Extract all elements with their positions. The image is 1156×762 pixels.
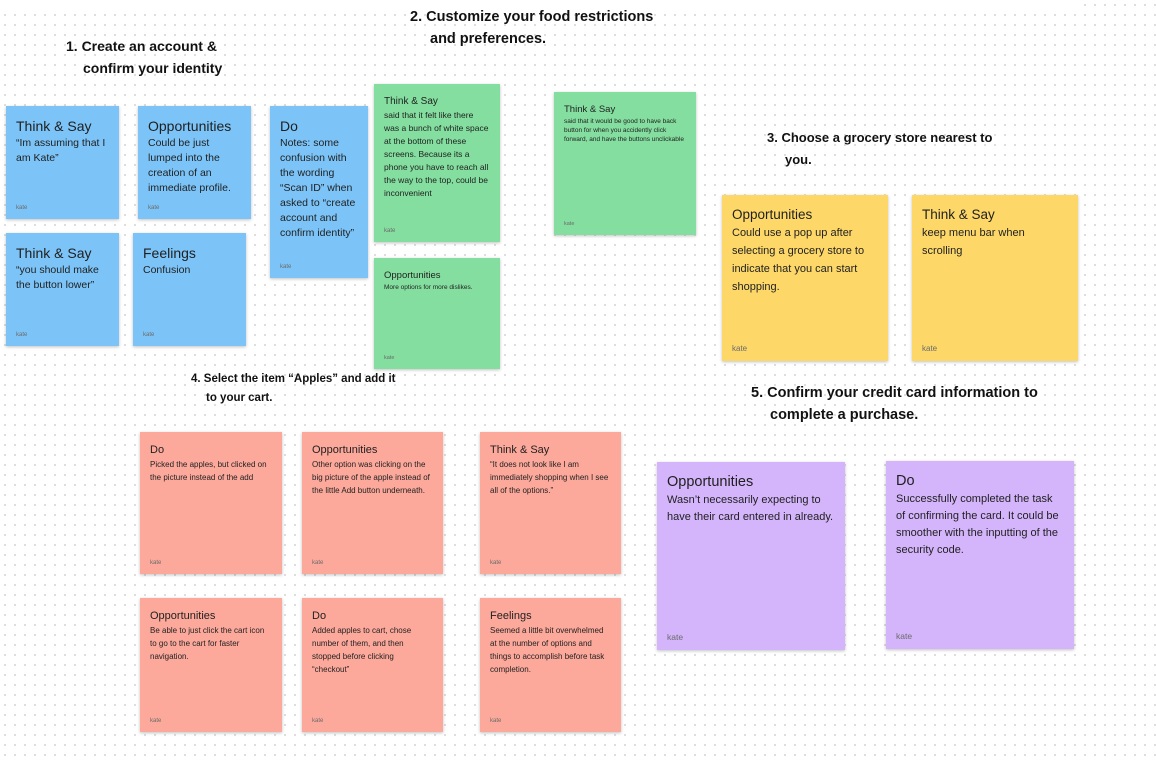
sticky-note[interactable]: Opportunities More options for more disl… <box>374 258 500 369</box>
sticky-note[interactable]: Do Notes: some confusion with the wordin… <box>270 106 368 278</box>
note-body: Could use a pop up after selecting a gro… <box>732 227 865 293</box>
note-body: Added apples to cart, chose number of th… <box>312 626 412 674</box>
note-body: Seemed a little bit overwhelmed at the n… <box>490 626 605 674</box>
note-author: kate <box>896 631 913 641</box>
note-author: kate <box>384 355 395 361</box>
step-4-heading-line1: 4. Select the item “Apples” and add it <box>191 373 396 385</box>
step-4-heading: 4. Select the item “Apples” and add it t… <box>191 370 396 408</box>
sticky-note[interactable]: Do Picked the apples, but clicked on the… <box>140 432 282 574</box>
note-title: Opportunities <box>312 444 378 456</box>
note-author: kate <box>312 560 324 566</box>
note-author: kate <box>16 205 28 211</box>
note-title: Think & Say <box>384 96 438 107</box>
sticky-note[interactable]: Feelings Confusion kate <box>133 233 246 346</box>
sticky-note[interactable]: Opportunities Other option was clicking … <box>302 432 443 574</box>
note-title: Do <box>280 118 298 134</box>
note-body: Picked the apples, but clicked on the pi… <box>150 460 267 482</box>
sticky-note[interactable]: Opportunities Wasn’t necessarily expecti… <box>657 462 845 650</box>
note-body: said that it felt like there was a bunch… <box>384 110 489 198</box>
step-5-heading-line2: complete a purchase. <box>770 407 919 423</box>
note-title: Feelings <box>143 245 196 261</box>
note-title: Think & Say <box>16 245 92 261</box>
note-author: kate <box>922 344 938 353</box>
note-author: kate <box>280 264 292 270</box>
note-body: Confusion <box>143 264 191 276</box>
note-author: kate <box>732 344 748 353</box>
step-1-heading-line2: confirm your identity <box>83 60 223 76</box>
step-2-heading-line1: 2. Customize your food restrictions <box>410 9 654 25</box>
note-title: Opportunities <box>150 610 216 622</box>
sticky-note[interactable]: Think & Say “It does not look like I am … <box>480 432 621 574</box>
step-5-heading-line1: 5. Confirm your credit card information … <box>751 385 1038 401</box>
step-3-heading-line2: you. <box>785 152 812 167</box>
note-title: Do <box>312 610 327 622</box>
note-body: “It does not look like I am immediately … <box>490 460 609 495</box>
note-body: Could be just lumped into the creation o… <box>148 137 231 194</box>
note-author: kate <box>384 228 396 234</box>
note-body: said that it would be good to have back … <box>564 118 684 143</box>
sticky-note[interactable]: Opportunities Could be just lumped into … <box>138 106 251 219</box>
note-body: Successfully completed the task of confi… <box>896 493 1059 556</box>
note-author: kate <box>150 718 162 724</box>
note-author: kate <box>490 718 502 724</box>
note-author: kate <box>148 205 160 211</box>
note-body: Wasn’t necessarily expecting to have the… <box>667 494 834 523</box>
note-author: kate <box>490 560 502 566</box>
sticky-note[interactable]: Do Added apples to cart, chose number of… <box>302 598 443 732</box>
note-title: Opportunities <box>384 270 441 281</box>
note-title: Feelings <box>490 610 532 622</box>
note-body: More options for more dislikes. <box>384 284 473 291</box>
note-body: Be able to just click the cart icon to g… <box>150 626 265 661</box>
sticky-note[interactable]: Do Successfully completed the task of co… <box>886 461 1074 649</box>
note-body: Other option was clicking on the big pic… <box>312 460 430 495</box>
note-author: kate <box>312 718 324 724</box>
note-author: kate <box>667 632 684 642</box>
note-author: kate <box>150 560 162 566</box>
sticky-note[interactable]: Think & Say “Im assuming that I am Kate”… <box>6 106 119 219</box>
sticky-note[interactable]: Think & Say keep menu bar when scrolling… <box>912 195 1078 361</box>
sticky-note[interactable]: Opportunities Could use a pop up after s… <box>722 195 888 361</box>
note-title: Think & Say <box>16 118 92 134</box>
step-2-heading-line2: and preferences. <box>430 31 547 47</box>
note-title: Opportunities <box>148 118 232 134</box>
top-edge-strip <box>0 0 1080 6</box>
sticky-note[interactable]: Opportunities Be able to just click the … <box>140 598 282 732</box>
step-5-heading: 5. Confirm your credit card information … <box>751 382 1038 426</box>
sticky-note[interactable]: Think & Say said that it felt like there… <box>374 84 500 242</box>
note-body: Notes: some confusion with the wording “… <box>280 137 356 239</box>
note-title: Do <box>896 473 915 489</box>
note-body: “Im assuming that I am Kate” <box>16 137 106 164</box>
sticky-note[interactable]: Think & Say said that it would be good t… <box>554 92 696 235</box>
step-3-heading-line1: 3. Choose a grocery store nearest to <box>767 130 993 145</box>
note-body: “you should make the button lower” <box>16 264 99 291</box>
step-3-heading: 3. Choose a grocery store nearest to you… <box>767 127 992 171</box>
note-author: kate <box>16 332 28 338</box>
sticky-note[interactable]: Think & Say “you should make the button … <box>6 233 119 346</box>
note-author: kate <box>143 332 155 338</box>
step-2-heading: 2. Customize your food restrictions and … <box>410 6 653 50</box>
note-title: Think & Say <box>922 207 995 222</box>
note-title: Think & Say <box>490 444 550 456</box>
note-title: Think & Say <box>564 104 616 115</box>
note-title: Opportunities <box>667 474 754 490</box>
step-4-heading-line2: to your cart. <box>206 392 273 404</box>
sticky-note[interactable]: Feelings Seemed a little bit overwhelmed… <box>480 598 621 732</box>
note-author: kate <box>564 221 575 227</box>
step-1-heading: 1. Create an account & confirm your iden… <box>66 35 222 79</box>
note-body: keep menu bar when scrolling <box>922 227 1025 257</box>
step-1-heading-line1: 1. Create an account & <box>66 38 217 54</box>
note-title: Do <box>150 444 165 456</box>
note-title: Opportunities <box>732 207 813 222</box>
